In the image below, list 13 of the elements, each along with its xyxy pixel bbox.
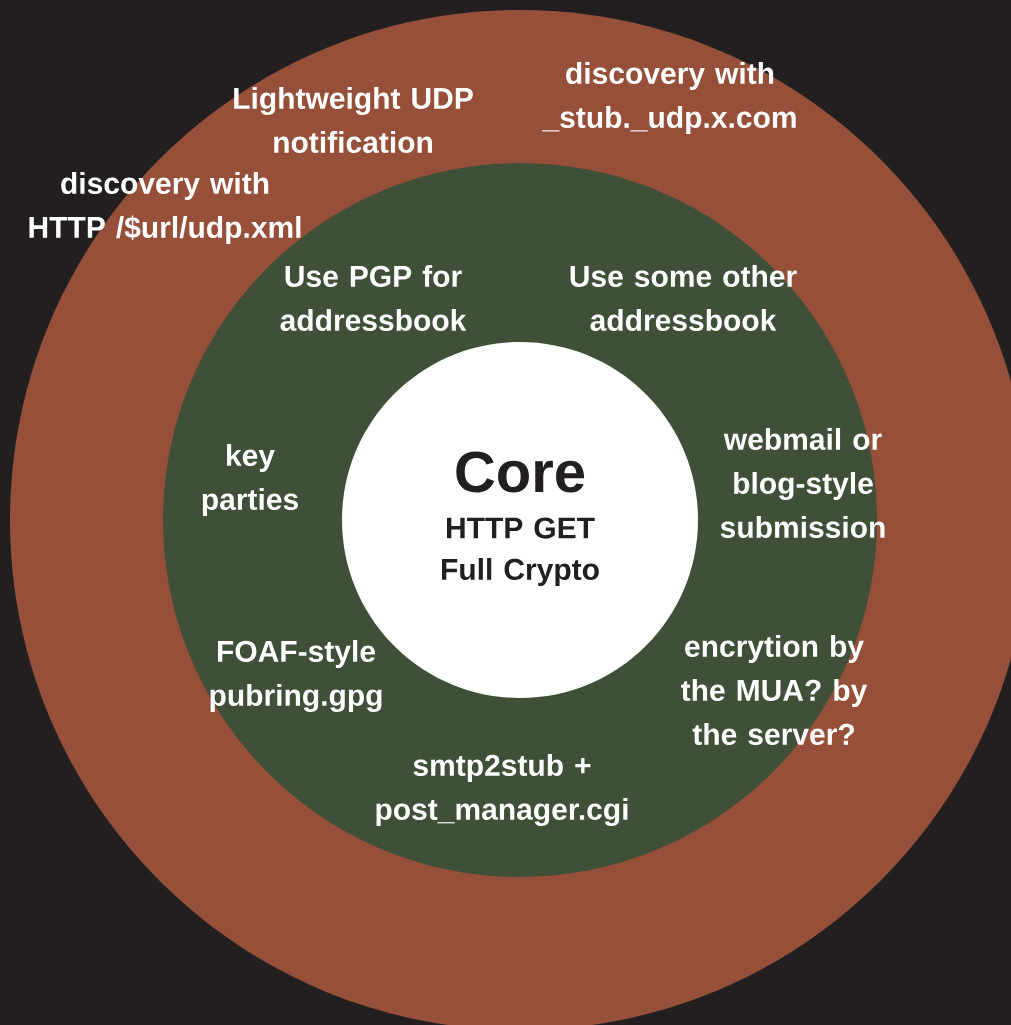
core-title: Core — [456, 451, 585, 493]
band-label: smtp2stub + post_manager.cgi — [376, 753, 628, 827]
band-label: discovery with HTTP /$url/udp.xml — [29, 172, 301, 244]
band-label: Use some other addressbook — [570, 265, 797, 332]
band-label: key parties — [202, 444, 298, 516]
band-label: Use PGP for addressbook — [280, 265, 467, 332]
core-label: HTTP GET — [447, 517, 595, 539]
band-label: encrytion by the MUA? by the server? — [681, 635, 868, 746]
band-label: Lightweight UDP notification — [234, 87, 473, 154]
band-label: webmail or blog-style submission — [720, 428, 885, 538]
band-label: FOAF-style pubring.gpg — [210, 639, 382, 713]
core-label: Full Crypto — [442, 558, 599, 586]
band-label: discovery with _stub._udp.x.com — [542, 62, 796, 134]
